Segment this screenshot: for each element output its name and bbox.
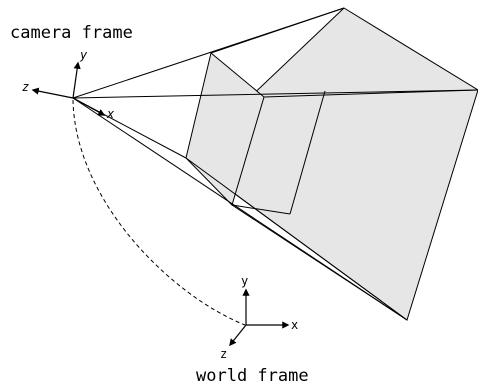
frustum-left-inner-edge: [185, 157, 408, 321]
frustum-ray-bottom: [72, 97, 408, 321]
camera-frame-title: camera frame: [10, 23, 133, 43]
world-x-axis-label: x: [291, 318, 298, 332]
frustum-ray-right: [72, 89, 478, 99]
camera-x-axis-arrow: [72, 97, 106, 116]
camera-y-axis-label: y: [79, 48, 88, 62]
world-frame-title: world frame: [196, 366, 309, 385]
transform-arc: [72, 99, 246, 326]
mid-plane-bottom-edge: [231, 204, 291, 215]
frustum-ray-top: [72, 7, 345, 99]
world-y-axis-label: y: [241, 274, 248, 288]
camera-z-axis-arrow: [31, 87, 74, 99]
world-z-axis-arrow: [229, 324, 247, 347]
world-z-axis-label: z: [220, 347, 227, 361]
camera-y-axis-arrow: [72, 61, 81, 99]
camera-z-axis-label: z: [22, 80, 29, 94]
camera-x-axis-label: x: [106, 107, 115, 121]
mid-plane-edge: [289, 90, 326, 215]
